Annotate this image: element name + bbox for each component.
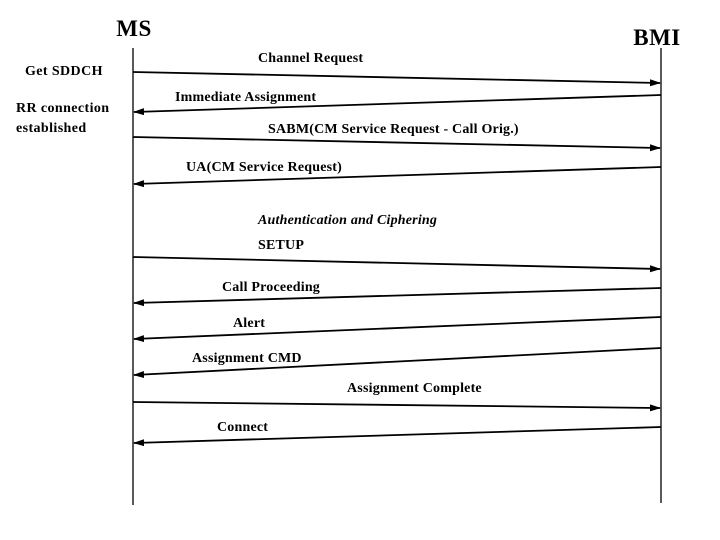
side-note-rr-connection-established: RR connection established	[16, 101, 110, 136]
message-label-alert: Alert	[233, 316, 266, 331]
message-arrow-setup	[132, 256, 661, 273]
message-label-assignment-cmd: Assignment CMD	[192, 351, 302, 366]
message-arrow-channel-request	[132, 71, 661, 87]
message-arrow-immediate-assignment	[133, 94, 662, 116]
message-label-setup: SETUP	[258, 238, 305, 253]
message-label-assignment-complete: Assignment Complete	[347, 381, 482, 396]
actor-ms-title: MS	[116, 16, 152, 41]
message-arrow-alert	[133, 316, 662, 343]
message-arrow-assignment-cmd	[133, 347, 662, 378]
message-arrow-connect	[133, 426, 662, 447]
message-label-channel-request: Channel Request	[258, 51, 364, 66]
message-label-ua-cm-service-request: UA(CM Service Request)	[186, 160, 343, 175]
message-arrow-call-proceeding	[133, 287, 662, 307]
message-label-connect: Connect	[217, 420, 269, 435]
message-arrow-assignment-complete	[132, 401, 661, 412]
lifelines-layer	[132, 48, 662, 505]
message-label-immediate-assignment: Immediate Assignment	[175, 90, 317, 105]
message-arrow-ua-cm-service-request	[133, 166, 662, 188]
annotation-authentication-and-ciphering: Authentication and Ciphering	[258, 213, 438, 228]
actor-bmi-title: BMI	[633, 25, 681, 50]
message-label-sabm-cm-service-request-call-orig: SABM(CM Service Request - Call Orig.)	[268, 122, 519, 137]
side-note-get-sddch: Get SDDCH	[25, 64, 103, 79]
messages-layer	[132, 71, 662, 447]
message-arrow-sabm-cm-service-request-call-orig	[132, 136, 661, 152]
message-label-call-proceeding: Call Proceeding	[222, 280, 321, 295]
